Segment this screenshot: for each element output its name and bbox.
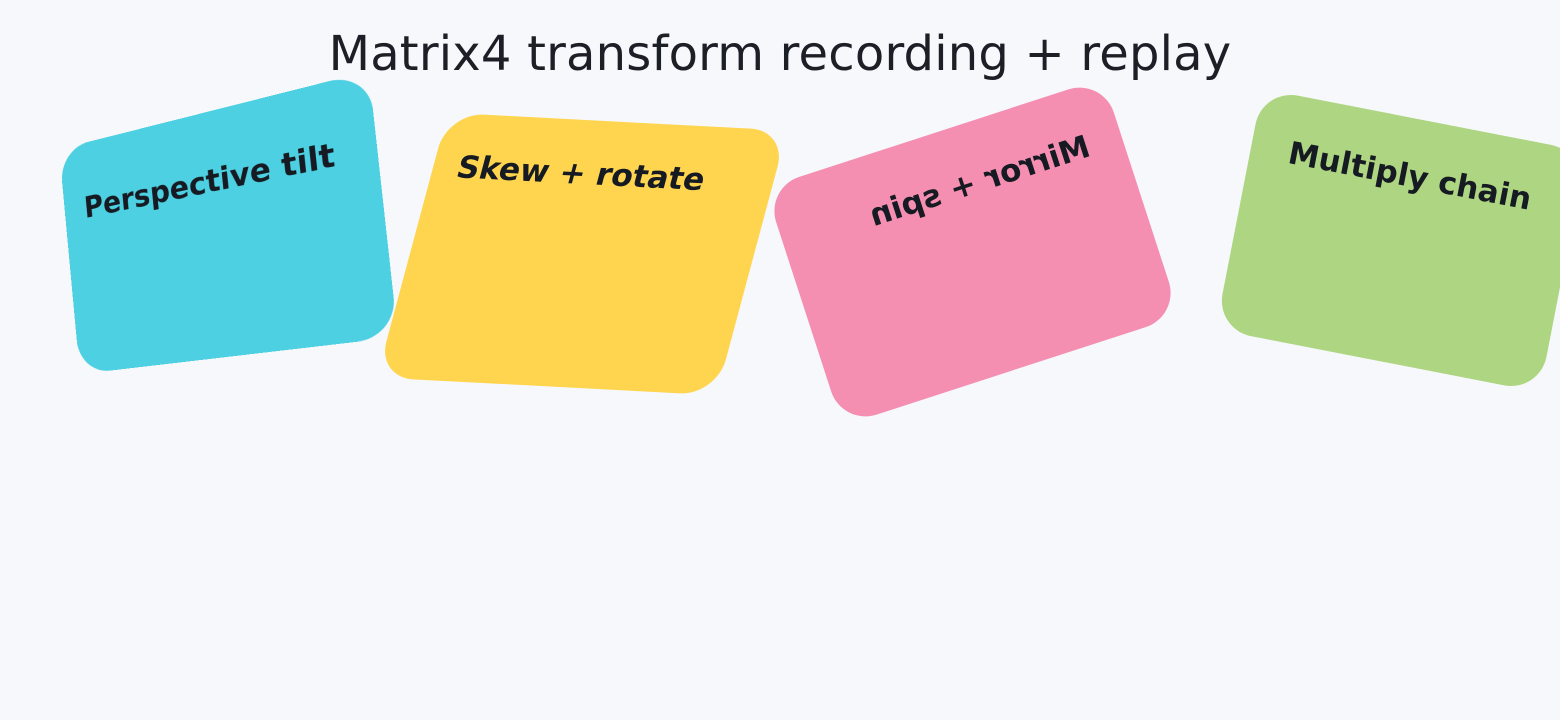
card-label: Multiply chain: [1285, 135, 1535, 218]
card-multiply-chain[interactable]: Multiply chain: [1215, 88, 1560, 393]
card-label: Mirror + spin: [865, 128, 1095, 234]
card-label: Skew + rotate: [452, 149, 710, 199]
card-mirror-spin[interactable]: Mirror + spin: [765, 78, 1180, 426]
card-skew-rotate[interactable]: Skew + rotate: [376, 112, 788, 396]
page-title: Matrix4 transform recording + replay: [328, 26, 1232, 82]
card-label: Perspective tilt: [82, 136, 337, 226]
card-perspective-tilt[interactable]: Perspective tilt: [59, 71, 398, 375]
